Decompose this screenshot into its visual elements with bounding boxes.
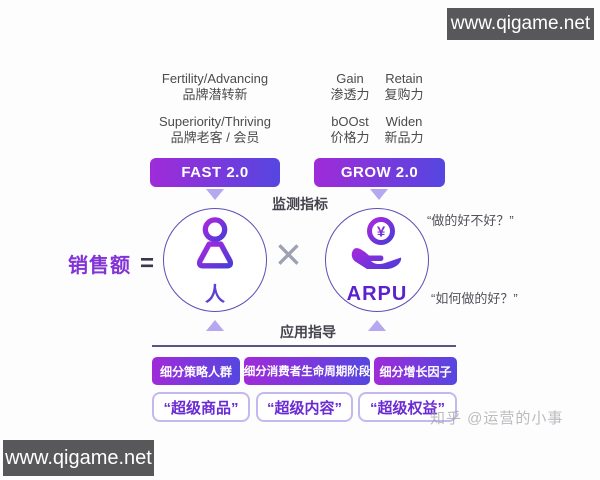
- metric-cn: 复购力: [384, 86, 424, 102]
- grow-metrics-block: Gain 渗透力 bOOst 价格力 Retain 复购力 Widen 新品力: [326, 71, 428, 157]
- grow-metric-pair: Gain 渗透力: [326, 71, 374, 102]
- arrow-up-icon: [206, 320, 224, 331]
- equals-sign: =: [140, 249, 155, 277]
- metric-cn: 品牌老客 / 会员: [170, 129, 260, 145]
- metric-en: bOOst: [331, 114, 369, 129]
- super-product-badge: “超级商品”: [152, 392, 250, 422]
- quote-how-to-do-well: “如何做的好？”: [431, 291, 518, 306]
- arrow-up-icon: [368, 320, 386, 331]
- metric-en: Retain: [385, 71, 423, 86]
- site-watermark-top-right: www.qigame.net: [447, 8, 594, 40]
- super-benefit-badge: “超级权益”: [358, 392, 457, 422]
- metric-cn: 新品力: [384, 129, 424, 145]
- person-label: 人: [205, 284, 225, 306]
- divider-line: [152, 345, 456, 347]
- monitor-indicators-label: 监测指标: [272, 196, 328, 212]
- quote-did-we-do-well: “做的好不好？”: [427, 213, 514, 228]
- grow-metric-pair: bOOst 价格力: [326, 114, 374, 145]
- metric-en: Gain: [336, 71, 364, 86]
- fast-metric-pair: Superiority/Thriving 品牌老客 / 会员: [130, 114, 300, 145]
- application-guidance-label: 应用指导: [280, 324, 336, 340]
- segment-badge-growth-factor: 细分增长因子: [374, 357, 457, 385]
- grow-metrics-col-right: Retain 复购力 Widen 新品力: [380, 71, 428, 157]
- sales-label: 销售额: [68, 255, 131, 277]
- fast-metric-pair: Fertility/Advancing 品牌潜转新: [130, 71, 300, 102]
- site-watermark-bottom-left: www.qigame.net: [3, 440, 154, 476]
- segment-badge-strategy-crowd: 细分策略人群: [152, 357, 240, 385]
- metric-cn: 渗透力: [330, 86, 370, 102]
- grow-2-0-badge: GROW 2.0: [314, 158, 445, 187]
- fast-metrics-block: Fertility/Advancing 品牌潜转新 Superiority/Th…: [130, 71, 300, 157]
- metric-en: Superiority/Thriving: [159, 114, 271, 129]
- arpu-label: ARPU: [346, 283, 408, 305]
- person-icon: [196, 217, 234, 269]
- arrow-down-icon: [370, 189, 388, 200]
- arrow-down-icon: [206, 189, 224, 200]
- yuan-symbol: ¥: [377, 224, 386, 241]
- grow-metrics-col-left: Gain 渗透力 bOOst 价格力: [326, 71, 374, 157]
- grow-metric-pair: Widen 新品力: [380, 114, 428, 145]
- fast-2-0-badge: FAST 2.0: [150, 158, 280, 187]
- author-watermark: 知乎 @运营的小事: [430, 410, 564, 427]
- super-content-badge: “超级内容”: [256, 392, 353, 422]
- segment-badge-lifecycle-stage: 细分消费者生命周期阶段: [244, 357, 370, 385]
- metric-cn: 品牌潜转新: [182, 86, 248, 102]
- grow-metric-pair: Retain 复购力: [380, 71, 428, 102]
- multiply-sign: ×: [275, 228, 302, 280]
- metric-en: Widen: [385, 114, 423, 129]
- sales-formula: 销售额 =: [68, 249, 154, 278]
- metric-en: Fertility/Advancing: [161, 71, 269, 86]
- money-in-hand-icon: ¥: [351, 217, 402, 269]
- metric-cn: 价格力: [330, 129, 370, 145]
